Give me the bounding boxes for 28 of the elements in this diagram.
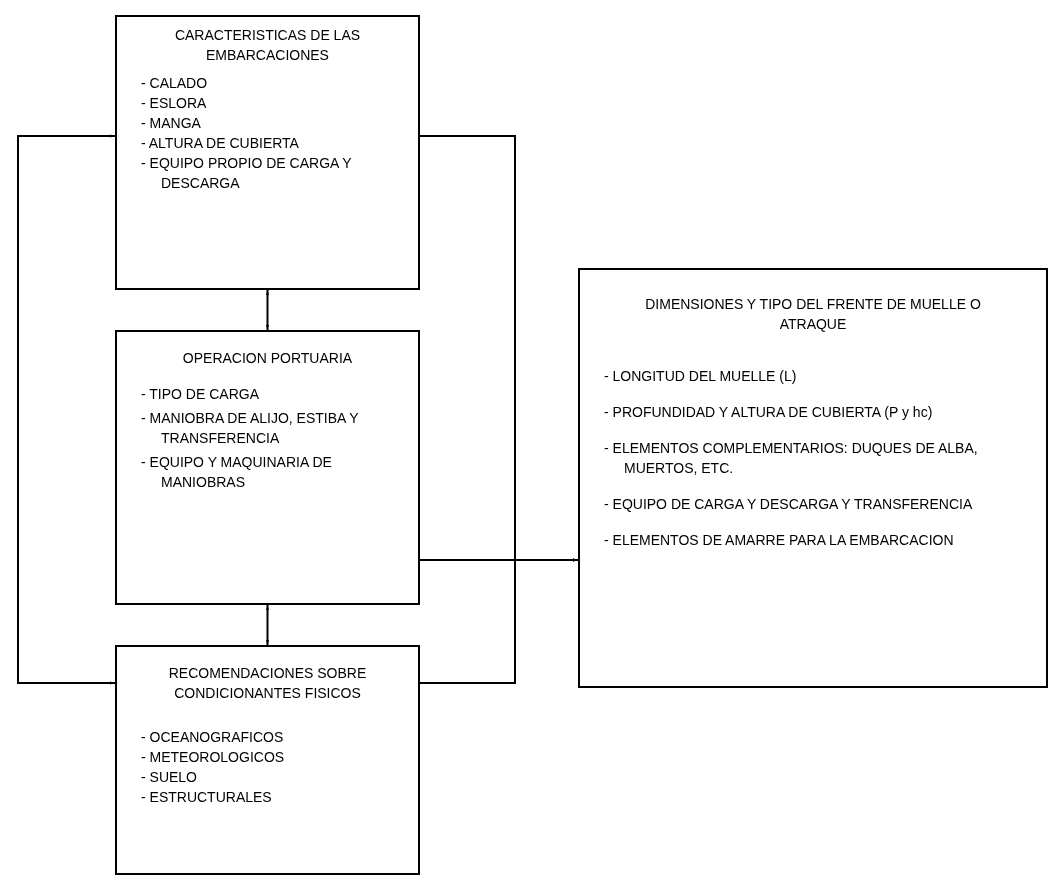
- text-box: [115, 15, 420, 290]
- list-item: - ESLORA: [141, 94, 208, 113]
- list-item: - CALADO: [141, 74, 209, 93]
- text-box: [115, 645, 420, 875]
- list-item: - EQUIPO PROPIO DE CARGA Y DESCARGA: [141, 154, 353, 193]
- box-heading: OPERACION PORTUARIA: [181, 349, 354, 368]
- box-heading: RECOMENDACIONES SOBRE CONDICIONANTES FISICOS: [167, 664, 368, 703]
- list-item: - METEOROLOGICOS: [141, 748, 286, 767]
- text-box: [115, 330, 420, 605]
- box-heading: CARACTERISTICAS DE LAS EMBARCACIONES: [173, 26, 362, 65]
- list-item: - ESTRUCTURALES: [141, 788, 273, 807]
- list-item: - ELEMENTOS COMPLEMENTARIOS: DUQUES DE ALBA, MUERTOS, ETC.: [604, 439, 979, 478]
- list-item: - LONGITUD DEL MUELLE (L): [604, 367, 798, 386]
- connector-arrow: [266, 604, 269, 646]
- list-item: - OCEANOGRAFICOS: [141, 728, 285, 747]
- list-item: - EQUIPO Y MAQUINARIA DE MANIOBRAS: [141, 453, 333, 492]
- connector-arrow: [266, 289, 269, 331]
- list-item: - MANGA: [141, 114, 202, 133]
- list-item: - EQUIPO DE CARGA Y DESCARGA Y TRANSFERENCIA: [604, 495, 974, 514]
- box-heading: DIMENSIONES Y TIPO DEL FRENTE DE MUELLE O ATRAQUE: [644, 295, 982, 334]
- list-item: - MANIOBRA DE ALIJO, ESTIBA Y TRANSFERENCIA: [141, 409, 360, 448]
- list-item: - ALTURA DE CUBIERTA: [141, 134, 300, 153]
- list-item: - SUELO: [141, 768, 198, 787]
- list-item: - PROFUNDIDAD Y ALTURA DE CUBIERTA (P y hc): [604, 403, 934, 422]
- text-box: [578, 268, 1048, 688]
- connector-arrow: [17, 134, 116, 685]
- list-item: - ELEMENTOS DE AMARRE PARA LA EMBARCACION: [604, 531, 955, 550]
- list-item: - TIPO DE CARGA: [141, 385, 260, 404]
